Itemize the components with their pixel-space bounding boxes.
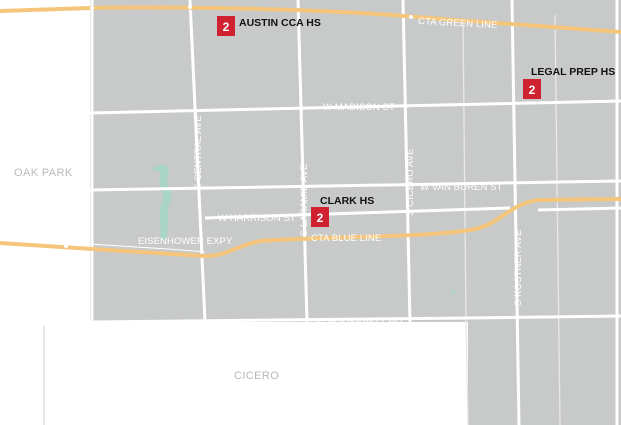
badge-number: 2 [317,211,324,225]
street-label-madison: W MADISON ST [323,102,395,113]
school-marker-austin[interactable]: 2 AUSTIN CCA HS [217,16,321,36]
park-area [152,164,172,240]
school-name-legal-prep: LEGAL PREP HS [531,66,615,78]
badge-number: 2 [223,20,230,34]
street-label-roosevelt: W ROOSEVELT RD [316,317,403,328]
cta-green-line [0,5,621,34]
expy-shoulder [89,243,206,253]
street-label-kostner: S KOSTNER AVE [513,229,524,306]
minor-streets [462,14,561,425]
badge-marker [311,207,329,227]
badge-marker [523,79,541,99]
badge-marker [217,16,235,36]
street-label-laramie: S LARAMIE AVE [299,164,310,236]
green-line-stations [90,5,413,19]
eisenhower-expy [0,197,621,259]
street-label-central: S CENTRAL AVE [193,115,204,190]
street-label-cicero-ave: S CICERO AVE [405,148,416,216]
school-marker-legal-prep[interactable]: 2 LEGAL PREP HS [523,66,615,99]
area-label-oak-park: OAK PARK [14,167,73,179]
park-pond [451,290,455,294]
school-name-clark: CLARK HS [320,195,374,207]
rail-label-green: CTA GREEN LINE [418,16,498,31]
school-name-austin: AUSTIN CCA HS [239,17,321,29]
street-label-harrison: W HARRISON ST [218,213,296,224]
street-label-van-buren: W VAN BUREN ST [420,182,503,193]
street-label-eisenhower: EISENHOWER EXPY [138,236,233,247]
blue-line-station [64,244,68,248]
ns-streets [90,0,619,425]
ew-streets [89,99,621,324]
rail-label-blue: CTA BLUE LINE [311,233,381,244]
school-marker-clark[interactable]: 2 CLARK HS [311,195,374,227]
area-label-cicero: CICERO [234,370,279,382]
badge-number: 2 [529,83,536,97]
